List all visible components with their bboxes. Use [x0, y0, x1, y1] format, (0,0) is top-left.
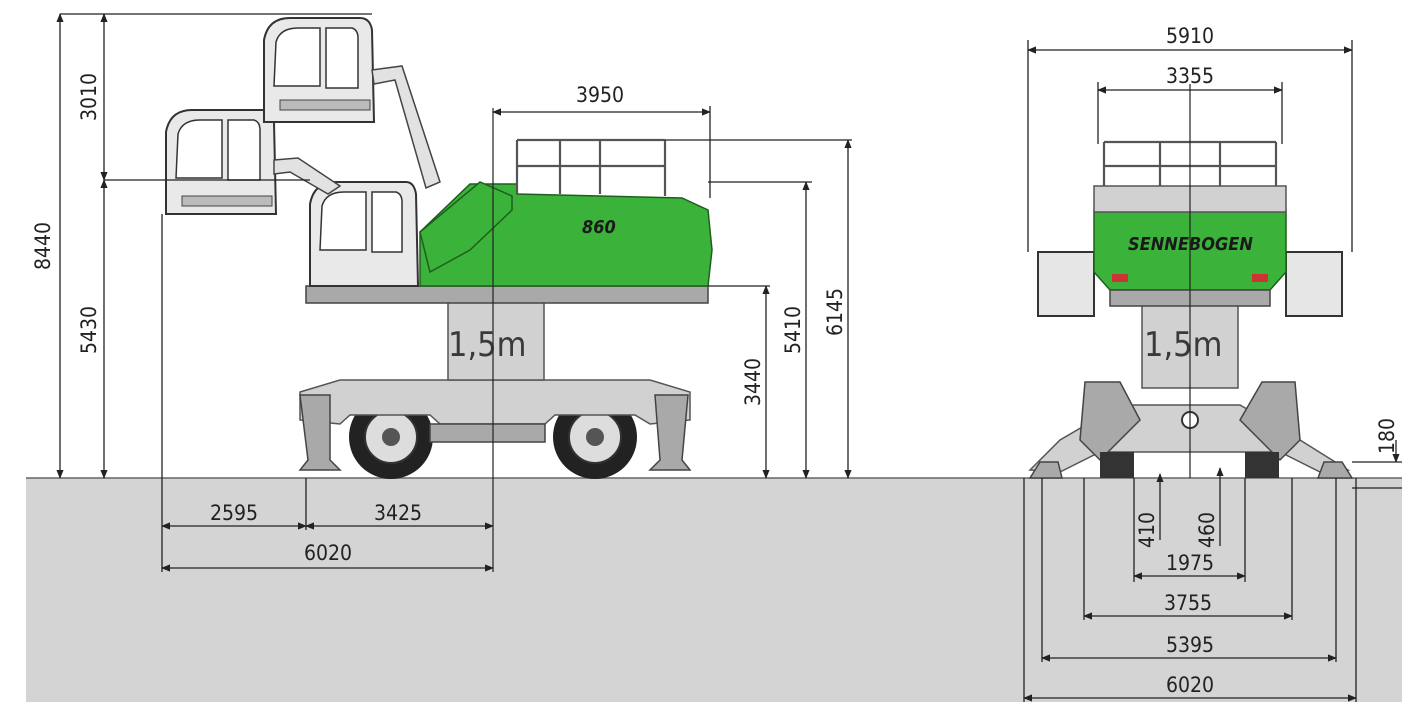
wheel-left [349, 395, 433, 479]
dim-cab-eye-height: 5430 [77, 306, 101, 354]
model-number: 860 [582, 217, 616, 238]
dim-upper-width: 3355 [1166, 64, 1214, 88]
dim-total-length: 6020 [304, 541, 352, 565]
front-center-label: 1,5m [1144, 325, 1222, 365]
tail-light-left [1112, 274, 1128, 282]
dim-rear-overhang: 2595 [210, 501, 258, 525]
foot-left [1028, 461, 1063, 479]
front-wheel-right [1245, 452, 1279, 478]
brand-logo: SENNEBOGEN [1128, 234, 1253, 255]
dim-wheelbase-half: 3425 [374, 501, 422, 525]
top-railing [515, 138, 667, 196]
front-dimensions: 5910 3355 1975 3755 5395 6020 410 460 18… [1023, 24, 1402, 702]
dim-pad-height: 180 [1375, 418, 1399, 454]
dim-frame-height: 3440 [741, 358, 765, 406]
outrigger-right [648, 394, 692, 471]
dim-total-width-bottom: 6020 [1166, 673, 1214, 697]
dim-outrigger: 5395 [1166, 633, 1214, 657]
dim-inner-track: 1975 [1166, 551, 1214, 575]
cab-linkage-lower [273, 157, 342, 195]
dim-cab-raise: 3010 [77, 73, 101, 121]
front-view-machine: SENNEBOGEN 1,5m [1028, 140, 1354, 479]
cab-middle [165, 109, 278, 215]
dim-upper-length: 3950 [576, 83, 624, 107]
cab-top [263, 17, 376, 123]
front-wheel-left [1100, 452, 1134, 478]
upper-base [305, 285, 709, 304]
side-dimensions: 8440 3010 5430 3440 5410 6145 3950 2595 … [31, 13, 852, 572]
boom-arm [419, 181, 513, 274]
tail-light-right [1252, 274, 1268, 282]
outrigger-arm-left [1079, 381, 1141, 462]
dim-ground-clearance: 410 [1135, 512, 1159, 548]
cab-lower [309, 181, 420, 287]
side-box-left [1037, 251, 1095, 317]
ground-area [26, 478, 1402, 702]
foot-right [1316, 461, 1354, 479]
dim-total-width-top: 5910 [1166, 24, 1214, 48]
side-center-label: 1,5m [448, 325, 526, 365]
side-view-machine: 860 1,5m [165, 17, 713, 479]
outrigger-arm-right [1239, 381, 1301, 462]
side-box-right [1285, 251, 1343, 317]
undercarriage [299, 379, 691, 425]
dim-axle-height: 460 [1195, 512, 1219, 548]
outrigger-left [298, 394, 342, 471]
dim-cab-top-height: 5410 [781, 306, 805, 354]
chassis-plate [429, 423, 546, 443]
dim-rail-height: 6145 [823, 288, 847, 336]
wheel-right [553, 395, 637, 479]
dim-track: 3755 [1164, 591, 1212, 615]
dim-total-height: 8440 [31, 222, 55, 270]
elevating-column [447, 301, 545, 381]
cab-linkage [371, 65, 441, 190]
